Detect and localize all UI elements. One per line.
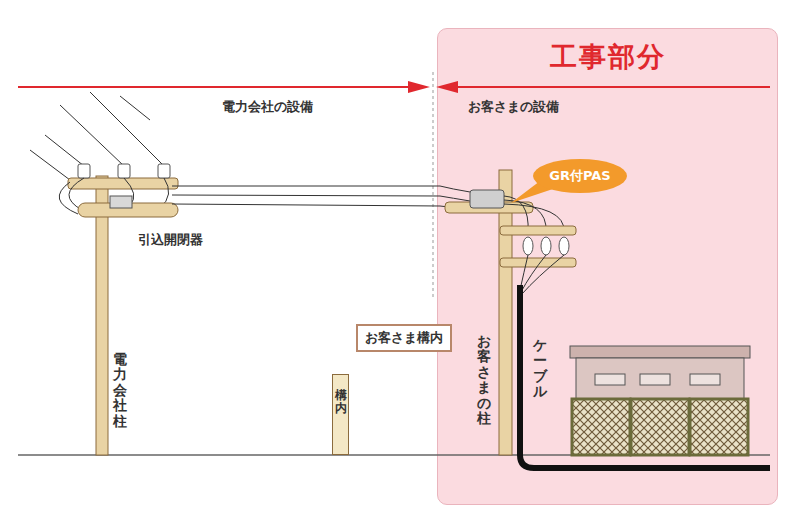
cubicle-body [576,358,744,400]
part-label: 引込開閉器 [138,231,203,249]
node-text: 構内 [335,389,347,454]
service-wire [172,186,470,192]
fence-panel [690,399,748,455]
cubicle-vent [690,374,720,385]
bubble-body [533,159,627,193]
cubicle-vent [595,374,625,385]
overhead-line [30,92,164,180]
section-label: お客さまの設備 [468,98,559,116]
fence-panel [631,399,689,455]
crossarm [500,226,576,235]
fence-panel [572,399,630,455]
scope-arrow [446,86,770,88]
pole-label: お客さまの柱 [477,334,491,426]
cubicle-roof [570,346,750,358]
pole-label: 電力会社柱 [113,352,127,429]
boundary-post: 構内 [332,374,349,455]
insulator [158,164,170,178]
jumper-wire [520,255,564,294]
arrow-head [408,81,430,93]
cubicle-vent [640,374,670,385]
scope-arrow [18,86,420,88]
pas-switch [470,190,504,208]
service-switch [110,196,132,208]
insulator [118,164,130,178]
callout-bubble: GR付PAS [533,159,627,193]
node-text: 工事部分 [438,39,777,75]
node-text: GR付PAS [549,167,610,185]
service-wire [172,195,470,201]
premises-box: お客さま構内 [356,324,452,352]
utility-pole [96,176,108,455]
lightning-arrester [541,237,551,255]
node-text: お客さま構内 [365,329,443,347]
arrow-head [436,81,458,93]
insulator [78,164,90,178]
lightning-arrester [559,237,569,255]
section-label: 電力会社の設備 [222,98,313,116]
lightning-arrester [523,237,533,255]
crossarm [68,178,178,189]
service-wire [172,204,470,210]
cable [520,285,770,468]
cable-label: ケーブル [533,338,547,400]
